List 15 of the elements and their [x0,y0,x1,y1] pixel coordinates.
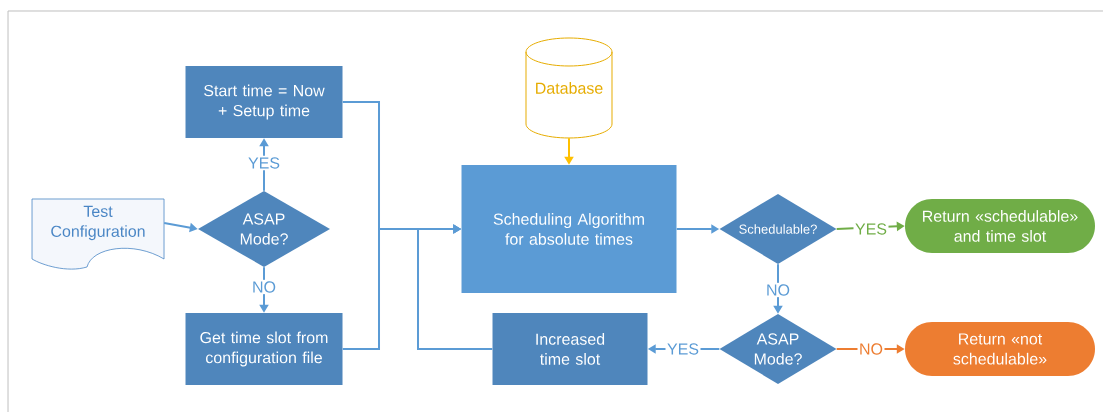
edge-label: YES [665,341,701,357]
edge-label: NO [250,279,278,295]
process-box: Increased time slot [492,313,648,385]
edge-label: NO [857,341,885,357]
terminal-box: Return «not schedulable» [905,322,1095,376]
terminal-box: Return «schedulable» and time slot [905,199,1095,253]
document-shape: Test Configuration [31,198,165,270]
process-box: Get time slot from configuration file [185,313,343,385]
process-box: Scheduling Algorithm for absolute times [461,165,677,293]
database-cylinder: Database [525,37,613,139]
edge-label: YES [246,155,282,171]
edge-label: NO [764,282,792,298]
process-box: Start time = Now + Setup time [185,66,343,138]
edge-label: YES [853,221,889,237]
arrow [417,224,494,350]
